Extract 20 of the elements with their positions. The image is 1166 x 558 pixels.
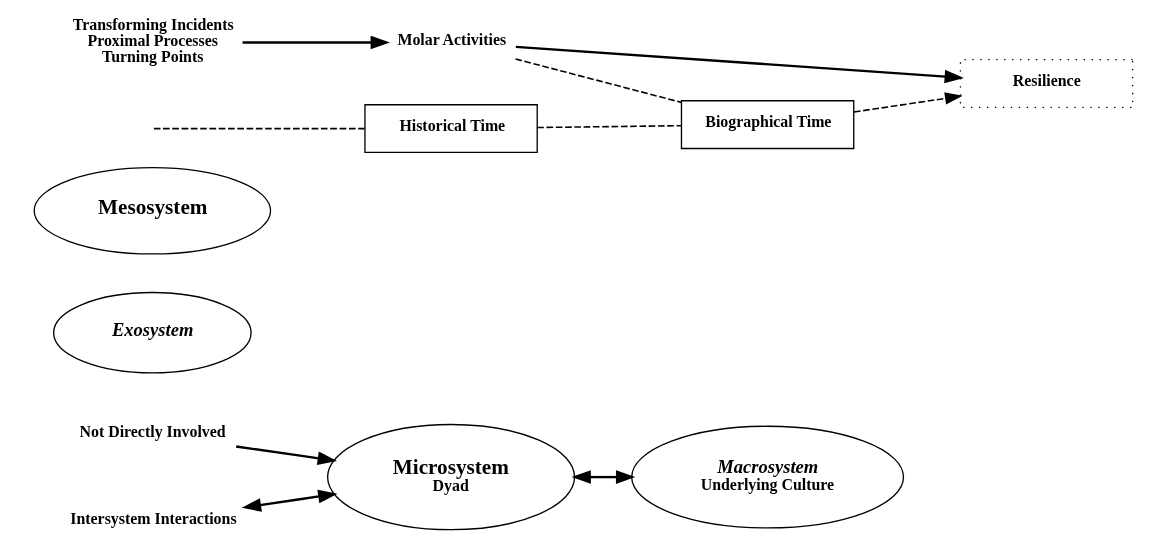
node-box: Biographical Time [680,100,854,150]
node-text: Not Directly Involved [78,423,226,441]
node-text: Transforming Incidents Proximal Processes Turning Points [72,16,234,65]
node-ellipse: Exosystem [52,291,252,374]
node-box: Historical Time [363,104,538,154]
arrow [571,470,635,484]
node-box: Resilience [959,59,1133,109]
arrow [515,45,964,84]
connector [514,58,682,104]
node-ellipse: Microsystem Dyad [326,423,575,531]
arrow [242,35,390,50]
arrow [241,489,338,512]
arrow [852,92,963,113]
connector [152,127,366,130]
node-ellipse: Mesosystem [33,166,271,255]
connector [536,124,682,129]
node-ellipse: Macrosystem Underlying Culture [630,425,904,529]
arrow [235,445,337,465]
node-text: Molar Activities [396,31,506,49]
node-text: Intersystem Interactions [69,509,237,527]
